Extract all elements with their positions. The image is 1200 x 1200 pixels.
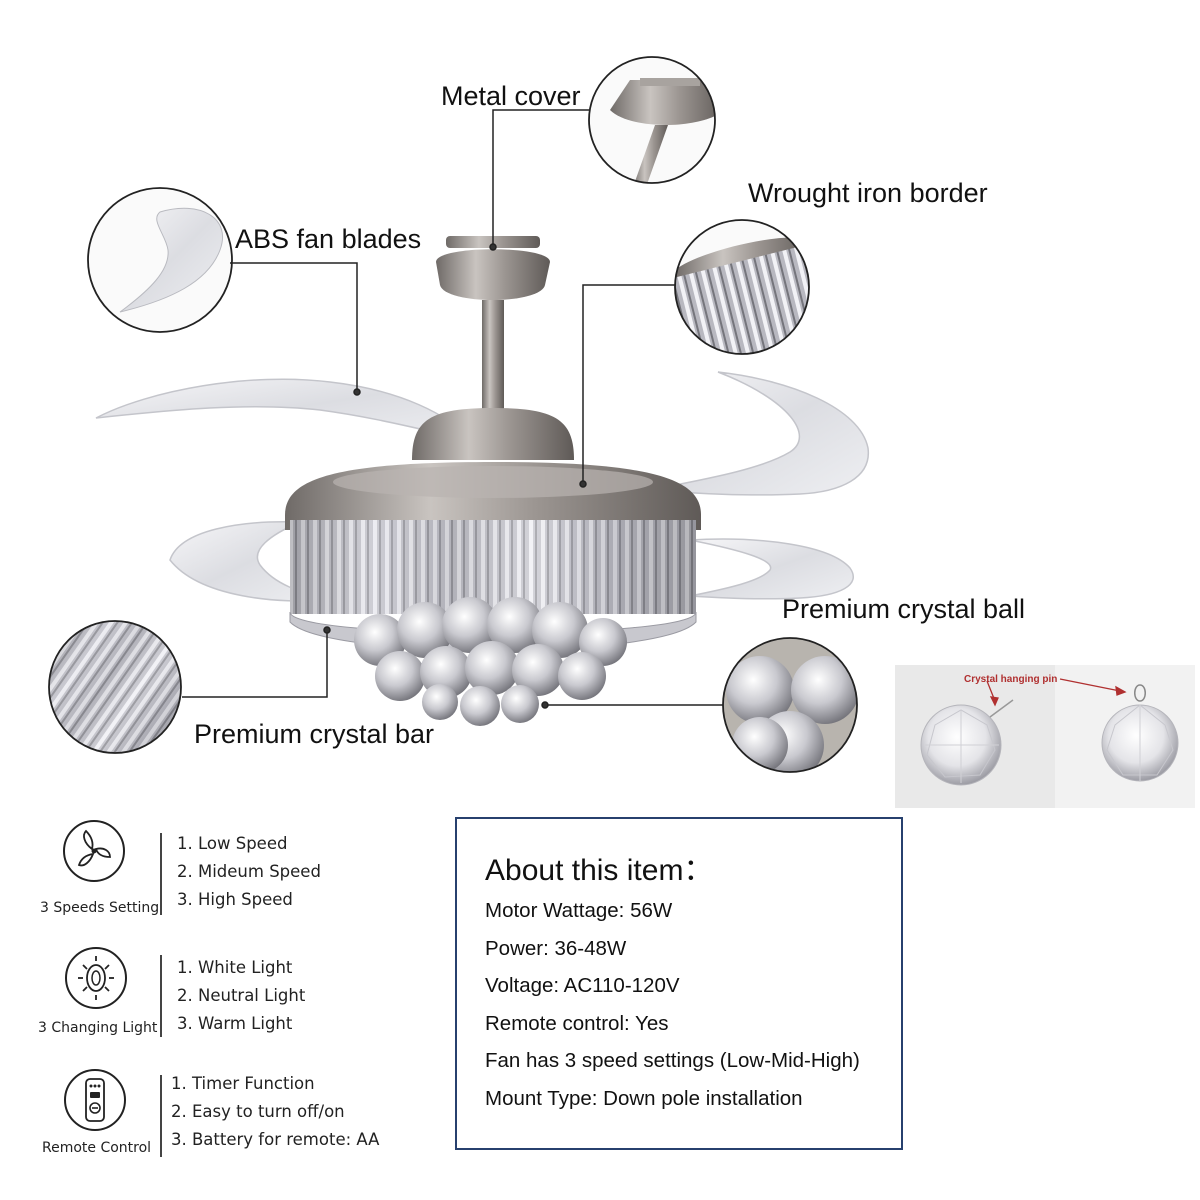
- crystal-bar-detail: [48, 620, 182, 754]
- crystal-pin-illustration: [895, 665, 1195, 808]
- spec-line: Motor Wattage: 56W: [485, 899, 673, 922]
- abs-fan-blades-label: ABS fan blades: [235, 224, 422, 254]
- spec-line: Fan has 3 speed settings (Low-Mid-High): [485, 1049, 860, 1073]
- list-item: 3. Battery for remote: AA: [171, 1130, 380, 1149]
- list-item: 1. Timer Function: [171, 1074, 315, 1093]
- about-spec-list: Motor Wattage: 56W Power: 36-48W Voltage…: [485, 897, 860, 1123]
- feature-caption-remote: Remote Control: [42, 1140, 152, 1156]
- crystal-bar-band: [289, 520, 697, 651]
- divider: [160, 955, 162, 1037]
- metal-cover-detail: [588, 56, 716, 184]
- leader-lines: [182, 109, 723, 709]
- crystal-ball-left: [920, 699, 1014, 786]
- list-item: 1. Low Speed: [177, 834, 288, 853]
- crystal-hanging-pin-label: Crystal hanging pin: [964, 674, 1058, 685]
- crystal-ball-cluster: [354, 597, 627, 726]
- list-item: 3. Warm Light: [177, 1014, 293, 1033]
- list-item: 3. High Speed: [177, 890, 293, 909]
- premium-crystal-bar-label: Premium crystal bar: [194, 719, 435, 749]
- pin-arrow: [986, 678, 1127, 707]
- feature-caption-speeds: 3 Speeds Setting: [40, 900, 160, 916]
- list-item: 1. White Light: [177, 958, 293, 977]
- feature-caption-light: 3 Changing Light: [38, 1020, 158, 1036]
- fan-icon: [62, 819, 126, 883]
- crystal-ball-right: [1101, 684, 1179, 782]
- fan-blade: [169, 521, 331, 602]
- remote-list: 1. Timer Function 2. Easy to turn off/on…: [171, 1070, 379, 1154]
- list-item: 2. Easy to turn off/on: [171, 1102, 345, 1121]
- light-list: 1. White Light 2. Neutral Light 3. Warm …: [177, 954, 305, 1038]
- spec-line: Power: 36-48W: [485, 936, 627, 960]
- wrought-iron-border: [285, 462, 701, 530]
- fan-blade: [95, 378, 472, 442]
- fan-blade-detail: [87, 187, 233, 333]
- about-item-box: About this item： Motor Wattage: 56W Powe…: [455, 817, 903, 1150]
- speed-list: 1. Low Speed 2. Mideum Speed 3. High Spe…: [177, 830, 321, 914]
- spec-line: Voltage: AC110-120V: [485, 974, 680, 998]
- light-bulb-icon: [64, 946, 128, 1010]
- crystal-ball-detail: [722, 637, 858, 773]
- list-item: 2. Neutral Light: [177, 986, 306, 1005]
- about-title: About this item：: [485, 854, 714, 887]
- metal-cover-label: Metal cover: [441, 81, 581, 111]
- remote-control-icon: [63, 1068, 127, 1132]
- wrought-iron-border-detail: [674, 219, 810, 355]
- fan-blade: [689, 538, 854, 600]
- wrought-iron-border-label: Wrought iron border: [748, 178, 988, 208]
- premium-crystal-ball-label: Premium crystal ball: [782, 594, 1026, 624]
- list-item: 2. Mideum Speed: [177, 862, 321, 881]
- spec-line: Remote control: Yes: [485, 1011, 669, 1035]
- divider: [160, 833, 162, 915]
- spec-line: Mount Type: Down pole installation: [485, 1086, 803, 1110]
- fan-blade: [649, 371, 869, 496]
- divider: [160, 1075, 162, 1157]
- crystal-hanging-pin-panel: Crystal hanging pin: [895, 665, 1195, 808]
- metal-cover: [412, 236, 574, 460]
